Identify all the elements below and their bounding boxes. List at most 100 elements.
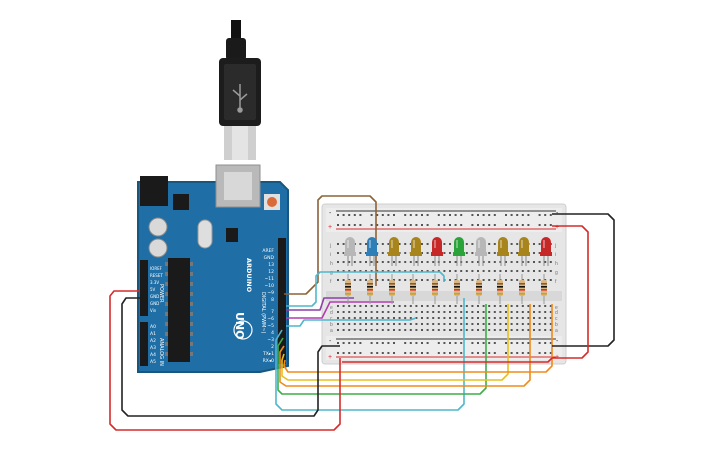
breadboard-hole bbox=[538, 317, 541, 319]
breadboard-hole bbox=[449, 270, 451, 272]
breadboard-hole bbox=[353, 317, 356, 319]
breadboard-hole bbox=[549, 352, 552, 354]
breadboard-hole bbox=[337, 279, 339, 281]
wire-yellow bbox=[281, 304, 509, 381]
led-dome bbox=[389, 237, 399, 252]
pin-label: 7 bbox=[271, 309, 274, 315]
breadboard-hole bbox=[538, 261, 541, 263]
breadboard-hole bbox=[359, 305, 362, 307]
breadboard-hole bbox=[359, 279, 362, 281]
breadboard-hole bbox=[337, 252, 339, 254]
breadboard-hole bbox=[443, 329, 446, 331]
breadboard-hole bbox=[365, 311, 367, 313]
led-highlight bbox=[543, 240, 545, 248]
bottom-power-rail bbox=[326, 336, 562, 360]
breadboard-hole bbox=[370, 214, 373, 216]
breadboard-hole bbox=[449, 224, 451, 226]
resistor-band bbox=[454, 289, 460, 291]
led-dome bbox=[367, 237, 377, 252]
row-letter: j bbox=[554, 243, 556, 249]
breadboard-hole bbox=[404, 252, 407, 254]
breadboard-hole bbox=[437, 214, 440, 216]
resistor-band bbox=[345, 283, 351, 285]
breadboard-hole bbox=[415, 214, 418, 216]
breadboard-hole bbox=[544, 317, 547, 319]
pin-label: ~6 bbox=[267, 316, 274, 322]
breadboard-hole bbox=[370, 224, 373, 226]
breadboard-hole bbox=[544, 329, 547, 331]
breadboard-hole bbox=[365, 329, 367, 331]
resistor-band bbox=[519, 286, 525, 288]
breadboard-hole bbox=[516, 317, 519, 319]
breadboard-hole bbox=[426, 261, 429, 263]
wire-teal-long bbox=[275, 298, 465, 411]
breadboard-hole bbox=[477, 317, 479, 319]
led-highlight bbox=[434, 240, 436, 248]
led-dome bbox=[411, 237, 421, 252]
breadboard-hole bbox=[370, 329, 373, 331]
breadboard-hole bbox=[505, 224, 507, 226]
analog-label: ANALOG IN bbox=[158, 338, 164, 366]
breadboard-hole bbox=[409, 214, 412, 216]
breadboard-hole bbox=[398, 270, 401, 272]
pin-label: A1 bbox=[150, 331, 156, 337]
breadboard-hole bbox=[421, 279, 423, 281]
breadboard-hole bbox=[376, 261, 379, 263]
breadboard-hole bbox=[348, 224, 351, 226]
breadboard-hole bbox=[398, 317, 401, 319]
led-dome bbox=[498, 237, 508, 252]
breadboard-hole bbox=[376, 342, 379, 344]
breadboard-hole bbox=[376, 214, 379, 216]
breadboard-hole bbox=[342, 311, 345, 313]
leds bbox=[344, 237, 552, 266]
breadboard-hole bbox=[454, 270, 457, 272]
breadboard-hole bbox=[538, 279, 541, 281]
breadboard-hole bbox=[432, 311, 435, 313]
breadboard-hole bbox=[549, 270, 552, 272]
breadboard-hole bbox=[353, 352, 356, 354]
breadboard-hole bbox=[488, 252, 491, 254]
breadboard-hole bbox=[533, 305, 535, 307]
breadboard-hole bbox=[421, 270, 423, 272]
breadboard-hole bbox=[421, 243, 423, 245]
led-highlight bbox=[347, 240, 349, 248]
breadboard-hole bbox=[477, 352, 479, 354]
breadboard-hole bbox=[437, 342, 440, 344]
usb-cable-strain bbox=[226, 38, 246, 60]
breadboard-hole bbox=[465, 305, 468, 307]
breadboard-hole bbox=[359, 270, 362, 272]
row-letter: d bbox=[555, 310, 558, 316]
arduino-uno-board: ARDUINO UNO DIGITAL (PWM~) POWER ANALOG … bbox=[137, 164, 289, 373]
reset-button[interactable] bbox=[267, 197, 277, 207]
led bbox=[453, 237, 465, 266]
row-letter: d bbox=[330, 310, 333, 316]
breadboard-hole bbox=[359, 261, 362, 263]
breadboard-hole bbox=[544, 311, 547, 313]
breadboard-hole bbox=[393, 311, 395, 313]
breadboard-hole bbox=[398, 311, 401, 313]
breadboard-hole bbox=[404, 305, 407, 307]
digital-pin-labels: AREF GND 13 12 ~11 ~10 ~9 8 7 ~6 ~5 4 ~3… bbox=[262, 248, 274, 364]
breadboard-hole bbox=[510, 252, 513, 254]
breadboard-hole bbox=[488, 352, 491, 354]
breadboard-hole bbox=[516, 252, 519, 254]
breadboard-hole bbox=[521, 261, 524, 263]
led-rim bbox=[410, 252, 422, 256]
breadboard-hole bbox=[342, 352, 345, 354]
resistor-band bbox=[454, 283, 460, 285]
breadboard-hole bbox=[533, 270, 535, 272]
led bbox=[518, 237, 530, 266]
breadboard-hole bbox=[465, 311, 468, 313]
breadboard-hole bbox=[409, 352, 412, 354]
resistor bbox=[497, 274, 503, 304]
breadboard-hole bbox=[426, 224, 429, 226]
breadboard-hole bbox=[398, 305, 401, 307]
pin-label: GND bbox=[264, 255, 275, 261]
breadboard-hole bbox=[404, 270, 407, 272]
row-letter: f bbox=[330, 279, 332, 285]
breadboard-hole bbox=[460, 270, 463, 272]
rail-label-plus: + bbox=[328, 224, 332, 231]
breadboard-hole bbox=[432, 261, 435, 263]
breadboard-hole bbox=[381, 243, 384, 245]
breadboard-hole bbox=[460, 317, 463, 319]
